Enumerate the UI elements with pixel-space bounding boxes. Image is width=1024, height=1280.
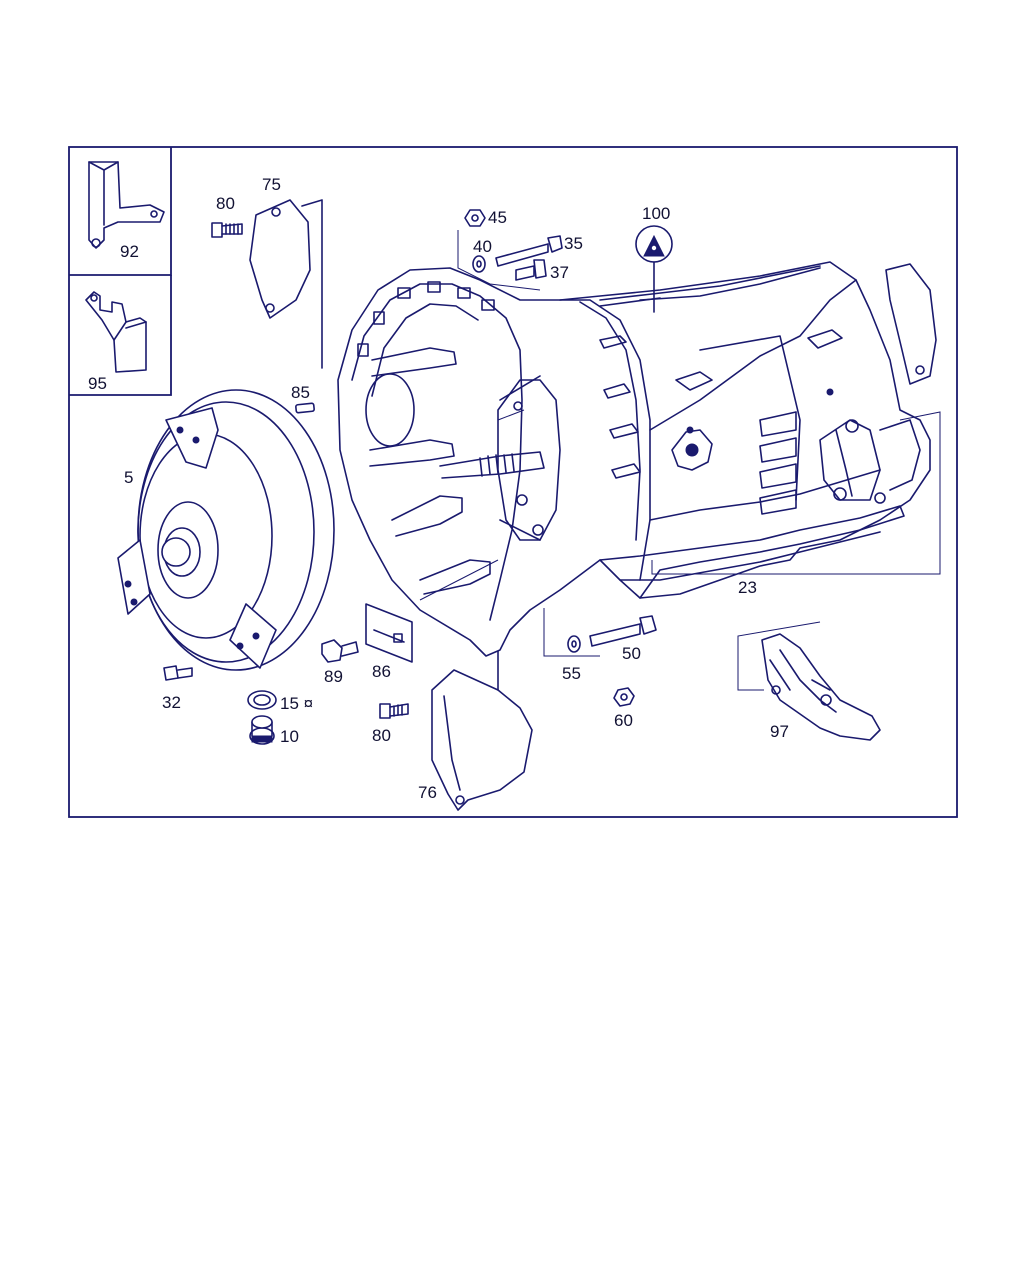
part-35-bolt[interactable]: [495, 235, 563, 267]
callout-15: 15 ¤: [280, 694, 313, 713]
part-80-bolt-top[interactable]: [211, 222, 243, 238]
part-5-torque-converter[interactable]: [117, 389, 335, 671]
leader-lines: [419, 409, 525, 601]
part-40-washer[interactable]: [472, 255, 486, 273]
callout-45: 45: [488, 208, 507, 227]
part-89-bolt[interactable]: [321, 639, 359, 663]
callout-80-top: 80: [216, 194, 235, 213]
callout-89: 89: [324, 667, 343, 686]
callout-37: 37: [550, 263, 569, 282]
part-97-mount-bracket[interactable]: [737, 621, 881, 741]
part-80-bolt-bottom[interactable]: [379, 703, 409, 719]
bell-internal-studs: [365, 347, 491, 595]
diagram-frame: [68, 146, 958, 818]
part-95-bracket[interactable]: [85, 291, 147, 373]
part-15-seal-ring[interactable]: [247, 690, 277, 710]
callout-23: 23: [738, 578, 757, 597]
callout-85: 85: [291, 383, 310, 402]
part-32-bolt[interactable]: [163, 665, 193, 681]
callout-32: 32: [162, 693, 181, 712]
case-ribs: [599, 335, 797, 515]
part-85-dowel[interactable]: [295, 402, 315, 414]
callout-10: 10: [280, 727, 299, 746]
input-shaft-pump: [439, 375, 561, 541]
callout-5: 5: [124, 468, 133, 487]
callout-55: 55: [562, 664, 581, 683]
callout-100: 100: [642, 204, 670, 223]
part-60-nut[interactable]: [613, 687, 635, 707]
part-10-plug[interactable]: [249, 715, 275, 745]
inset-panel-95: [69, 275, 172, 396]
part-100-rubber-mount[interactable]: [635, 225, 673, 313]
callout-50: 50: [622, 644, 641, 663]
part-86-plate[interactable]: [365, 603, 413, 663]
part-55-washer[interactable]: [543, 608, 600, 657]
callout-86: 86: [372, 662, 391, 681]
callout-95: 95: [88, 374, 107, 393]
callout-76: 76: [418, 783, 437, 802]
callout-80-bottom: 80: [372, 726, 391, 745]
part-37-stud[interactable]: [457, 230, 547, 291]
part-92-bracket[interactable]: [88, 161, 165, 249]
case-sensors: [671, 329, 843, 471]
callout-92: 92: [120, 242, 139, 261]
part-75-cover-plate[interactable]: [249, 199, 323, 369]
callout-60: 60: [614, 711, 633, 730]
part-50-bolt[interactable]: [589, 615, 657, 647]
part-45-nut[interactable]: [464, 209, 486, 227]
bell-flange-lugs: [357, 281, 495, 357]
callout-40: 40: [473, 237, 492, 256]
callout-35: 35: [564, 234, 583, 253]
callout-75: 75: [262, 175, 281, 194]
callout-97: 97: [770, 722, 789, 741]
part-23-transmission-housing[interactable]: [337, 261, 941, 657]
